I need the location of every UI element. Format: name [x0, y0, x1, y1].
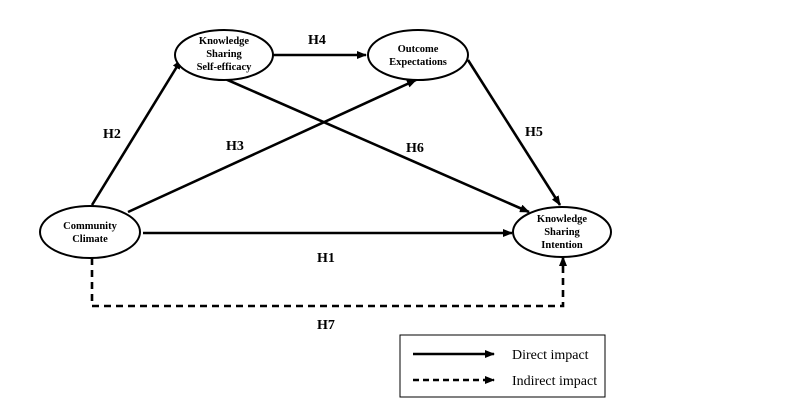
node-line: Community: [63, 221, 117, 232]
edge-h7: [90, 256, 567, 308]
node-line: Knowledge: [537, 214, 588, 225]
node-line: Expectations: [389, 57, 447, 68]
node-line: Knowledge: [199, 36, 250, 47]
edge-h5: [466, 59, 562, 206]
label-h3: H3: [226, 139, 244, 154]
legend-indirect-label: Indirect impact: [512, 374, 597, 389]
label-h2: H2: [103, 127, 121, 142]
node-line: Self-efficacy: [197, 62, 253, 73]
node-knowledge-sharing-intention: Knowledge Sharing Intention: [512, 206, 612, 258]
node-line: Sharing: [206, 49, 242, 60]
label-h7: H7: [317, 318, 335, 333]
edge-h3: [127, 78, 417, 214]
edge-h6: [222, 76, 530, 214]
legend: Direct impact Indirect impact: [399, 334, 606, 398]
legend-box: [399, 334, 606, 398]
node-line: Intention: [541, 240, 583, 251]
node-community-climate: Community Climate: [39, 205, 141, 259]
label-h4: H4: [308, 33, 326, 48]
node-line: Sharing: [544, 227, 580, 238]
node-line: Outcome: [398, 44, 439, 55]
edge-h2: [90, 59, 183, 206]
label-h5: H5: [525, 125, 543, 140]
node-line: Climate: [72, 234, 108, 245]
node-outcome-expectations: Outcome Expectations: [367, 29, 469, 81]
legend-direct-label: Direct impact: [512, 348, 589, 363]
label-h6: H6: [406, 141, 424, 156]
label-h1: H1: [317, 251, 335, 266]
node-knowledge-sharing-self-efficacy: Knowledge Sharing Self-efficacy: [174, 29, 274, 81]
